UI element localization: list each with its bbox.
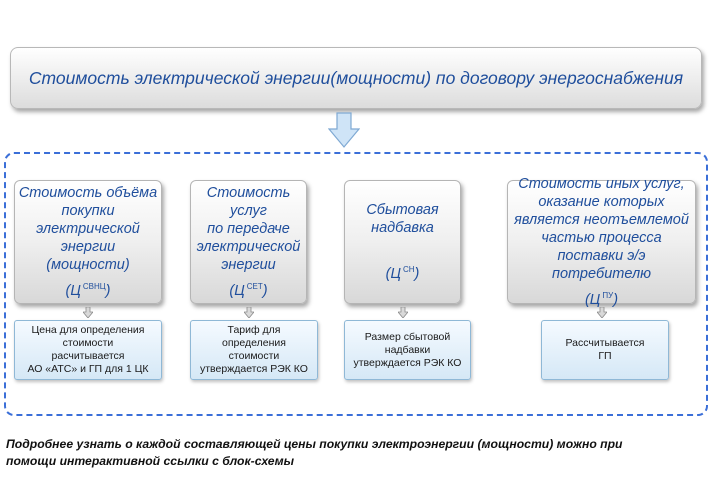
note-line: утверждается РЭК КО	[353, 356, 462, 369]
note-line: ГП	[598, 350, 612, 362]
card-line: электрической	[36, 221, 140, 237]
card-line: Сбытовая	[366, 202, 439, 218]
card-line: Стоимость иных услуг,	[518, 176, 685, 192]
footer-line-2: помощи интерактивной ссылки с блок-схемы	[6, 454, 295, 468]
main-title: Стоимость электрической энергии(мощности…	[28, 67, 684, 88]
card-line: покупки	[61, 203, 115, 219]
card-line: оказание которых	[538, 194, 665, 210]
small-down-arrow-icon	[244, 307, 254, 318]
note-price-calculation: Цена для определения стоимости расчитыва…	[14, 320, 162, 380]
components-container	[4, 152, 708, 416]
card-line: Стоимость услуг	[206, 185, 291, 219]
note-line: надбавки	[384, 343, 431, 356]
note-line: Тариф для	[227, 324, 281, 336]
card-line: надбавка	[371, 220, 434, 236]
note-line: Размер сбытовой	[364, 330, 451, 343]
down-arrow-icon	[328, 112, 360, 148]
note-line: стоимости	[62, 337, 114, 349]
card-line: поставки э/э потребителю	[551, 248, 652, 282]
card-transmission-services[interactable]: Стоимость услуг по передаче электрическо…	[190, 180, 307, 304]
note-line: Рассчитывается	[565, 337, 645, 349]
note-line: расчитывается	[51, 350, 125, 362]
main-title-box[interactable]: Стоимость электрической энергии(мощности…	[10, 47, 702, 109]
note-line: определения	[222, 337, 286, 349]
card-line: по передаче	[207, 221, 290, 237]
card-line: (мощности)	[46, 257, 130, 273]
note-line: Цена для определения	[31, 324, 145, 336]
card-line: энергии	[221, 257, 276, 273]
card-line: энергии	[60, 239, 116, 255]
note-line: стоимости	[228, 350, 280, 362]
card-line: частью процесса	[541, 230, 662, 246]
note-line: утверждается РЭК КО	[200, 363, 308, 375]
card-energy-volume-cost[interactable]: Стоимость объёма покупки электрической э…	[14, 180, 162, 304]
note-sales-markup: Размер сбытовой надбавки утверждается РЭ…	[344, 320, 471, 380]
note-tariff: Тариф для определения стоимости утвержда…	[190, 320, 318, 380]
footer-text: Подробнее узнать о каждой составляющей ц…	[6, 436, 711, 470]
card-line: Стоимость объёма	[18, 185, 158, 201]
small-down-arrow-icon	[83, 307, 93, 318]
note-line: АО «АТС» и ГП для 1 ЦК	[27, 363, 149, 375]
card-other-services[interactable]: Стоимость иных услуг, оказание которых я…	[507, 176, 696, 308]
small-down-arrow-icon	[398, 307, 408, 318]
card-line: является неотъемлемой	[514, 212, 689, 228]
small-down-arrow-icon	[597, 307, 607, 318]
footer-line-1: Подробнее узнать о каждой составляющей ц…	[6, 437, 623, 451]
note-calculated-by-gp: Рассчитывается ГП	[541, 320, 669, 380]
card-line: электрической	[196, 239, 301, 255]
